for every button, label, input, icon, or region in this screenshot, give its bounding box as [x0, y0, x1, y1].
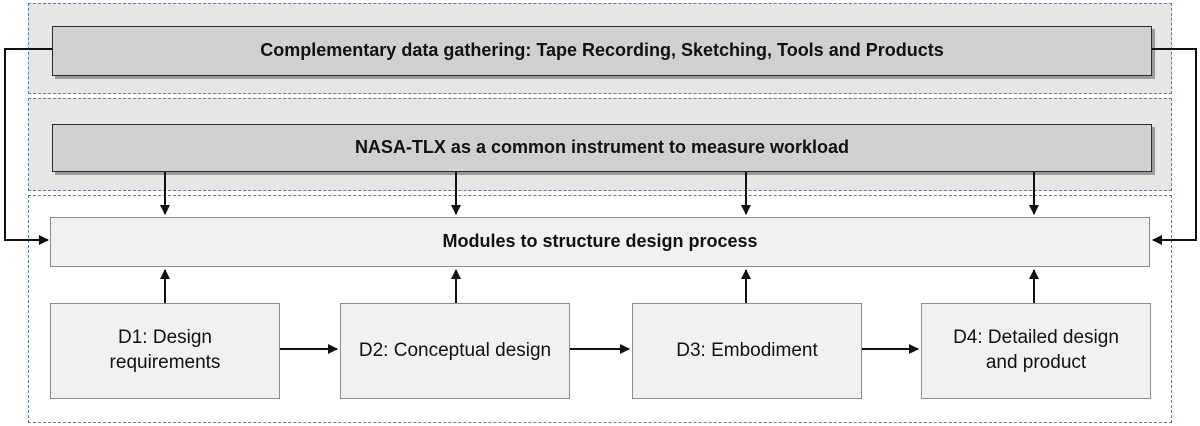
- complementary-data-box: Complementary data gathering: Tape Recor…: [52, 26, 1152, 76]
- stage-d2-label: D2: Conceptual design: [358, 339, 552, 361]
- stage-d3-box: D3: Embodiment: [632, 303, 862, 399]
- stage-d2-box: D2: Conceptual design: [340, 303, 570, 399]
- left-loop-arrow: [4, 48, 52, 245]
- right-loop-arrow: [1152, 48, 1197, 245]
- complementary-data-label: Complementary data gathering: Tape Recor…: [260, 40, 944, 61]
- stage-d1-label: D1: Design requirements: [109, 327, 221, 373]
- stage-d4-label: D4: Detailed design and product: [953, 327, 1119, 373]
- nasa-tlx-box: NASA-TLX as a common instrument to measu…: [52, 124, 1152, 172]
- stage-d4-box: D4: Detailed design and product: [921, 303, 1151, 399]
- modules-label: Modules to structure design process: [442, 231, 758, 252]
- nasa-tlx-label: NASA-TLX as a common instrument to measu…: [354, 137, 850, 158]
- modules-box: Modules to structure design process: [50, 217, 1150, 267]
- stage-d3-label: D3: Embodiment: [676, 339, 818, 361]
- modules-panel: [28, 195, 1172, 423]
- stage-d1-box: D1: Design requirements: [50, 303, 280, 399]
